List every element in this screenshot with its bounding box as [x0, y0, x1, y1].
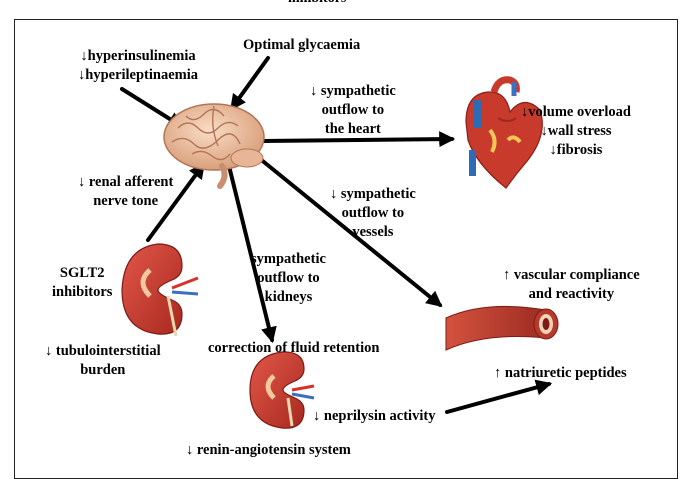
label-heart-outflow-line-1: ↓ sympathetic: [310, 82, 396, 101]
label-heart-effects-line-3: ↓fibrosis: [521, 141, 631, 160]
label-kidney-outflow: sympathetic outflow to kidneys: [251, 250, 326, 307]
label-tubulo-line-2: burden: [45, 361, 161, 380]
label-heart-effects-line-2: ↓wall stress: [521, 122, 631, 141]
label-heart-outflow-line-3: the heart: [310, 120, 396, 139]
kidney-icon-bottom: [250, 352, 314, 428]
label-neprilysin: ↓ neprilysin activity: [313, 407, 435, 426]
arrow-brain-to-heart: [262, 139, 452, 141]
label-vessel-outflow-line-2: outflow to: [330, 204, 416, 223]
label-fluid-retention: correction of fluid retention: [208, 339, 379, 358]
label-kidney-outflow-line-3: kidneys: [251, 288, 326, 307]
label-renal-line-1: ↓ renal afferent: [78, 173, 173, 192]
label-tubulointerstitial: ↓ tubulointerstitial burden: [45, 342, 161, 380]
label-sglt2-line-2: inhibitors: [52, 283, 112, 302]
label-vascular-line-2: and reactivity: [503, 285, 640, 304]
brain-icon: [164, 104, 264, 186]
label-hyperinsulinemia: ↓hyperinsulinemia ↓hyperileptinaemia: [78, 47, 198, 85]
label-vascular-line-1: ↑ vascular compliance: [503, 266, 640, 285]
arrow-neprilysin-to-natri: [447, 384, 549, 412]
label-tubulo-line-1: ↓ tubulointerstitial: [45, 342, 161, 361]
label-natriuretic: ↑ natriuretic peptides: [494, 364, 627, 383]
label-sglt2-line-1: SGLT2: [52, 264, 112, 283]
label-heart-outflow: ↓ sympathetic outflow to the heart: [310, 82, 396, 139]
label-kidney-outflow-line-1: sympathetic: [251, 250, 326, 269]
label-renin-angiotensin: ↓ renin-angiotensin system: [186, 441, 351, 460]
label-sglt2: SGLT2 inhibitors: [52, 264, 112, 302]
kidney-icon-left: [122, 244, 198, 336]
label-heart-effects-line-1: ↓volume overload: [521, 103, 631, 122]
label-renal-afferent: ↓ renal afferent nerve tone: [78, 173, 173, 211]
label-hyper-line-2: ↓hyperileptinaemia: [78, 66, 198, 85]
blood-vessel-icon: [446, 306, 558, 350]
arrow-glycaemia-to-brain: [232, 58, 268, 108]
label-heart-outflow-line-2: outflow to: [310, 101, 396, 120]
label-vessel-outflow: ↓ sympathetic outflow to vessels: [330, 185, 416, 242]
label-vessel-outflow-line-3: vessels: [330, 223, 416, 242]
label-vessel-outflow-line-1: ↓ sympathetic: [330, 185, 416, 204]
label-heart-effects: ↓volume overload ↓wall stress ↓fibrosis: [521, 103, 631, 160]
label-optimal-glycaemia: Optimal glycaemia: [243, 36, 360, 55]
label-hyper-line-1: ↓hyperinsulinemia: [78, 47, 198, 66]
label-kidney-outflow-line-2: outflow to: [251, 269, 326, 288]
label-vascular-compliance: ↑ vascular compliance and reactivity: [503, 266, 640, 304]
label-renal-line-2: nerve tone: [78, 192, 173, 211]
